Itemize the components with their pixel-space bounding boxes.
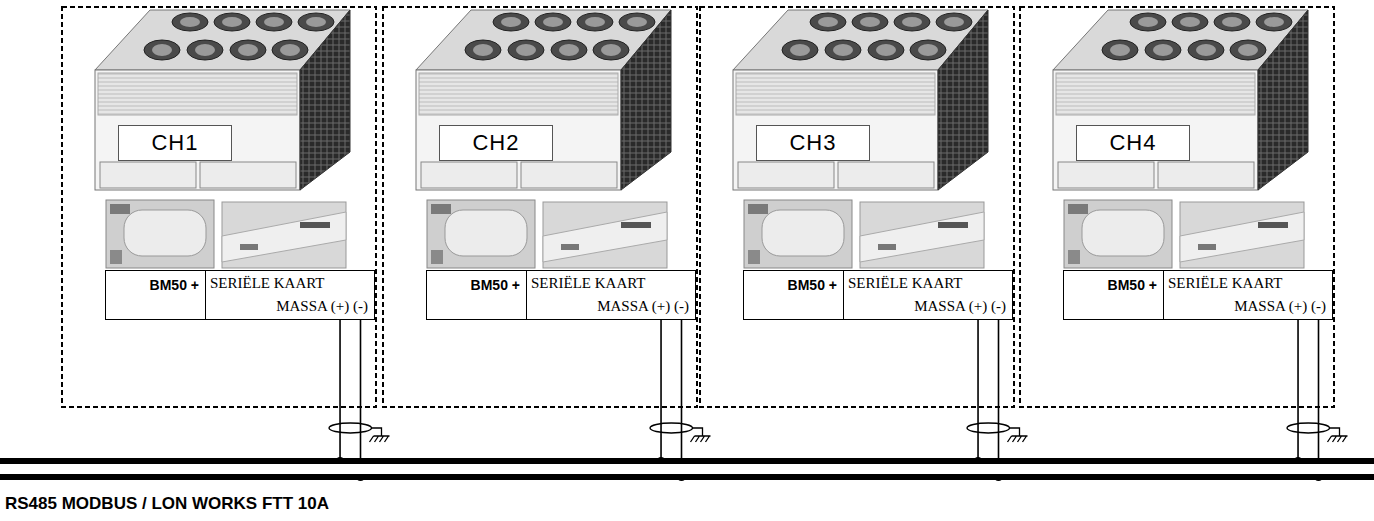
label-text: BM50 +	[748, 277, 837, 293]
cable-shield	[650, 423, 692, 433]
label-text: SERIËLE KAART	[1168, 275, 1326, 292]
label-text: BM50 +	[1068, 277, 1157, 293]
label-text: MASSA (+) (-)	[210, 298, 368, 315]
cable-shield	[967, 423, 1009, 433]
ground-symbol	[1008, 428, 1028, 442]
label-text: MASSA (+) (-)	[1168, 298, 1326, 315]
label-text: BM50 +	[431, 277, 520, 293]
label-text: CH4	[1109, 130, 1156, 156]
module-cell: BM50 +	[1064, 271, 1164, 319]
label-text: SERIËLE KAART	[531, 275, 689, 292]
module-cell: BM50 +	[744, 271, 844, 319]
fieldbus: RS485 MODBUS / LON WORKS FTT 10A	[0, 458, 1374, 480]
bus-wire	[978, 320, 998, 477]
bus-wire	[340, 320, 360, 477]
label-text: RS485 MODBUS / LON WORKS FTT 10A	[5, 494, 329, 514]
card-cell: SERIËLE KAART MASSA (+) (-)	[1164, 271, 1332, 319]
label-text: SERIËLE KAART	[848, 275, 1006, 292]
label-text: MASSA (+) (-)	[848, 298, 1006, 315]
module-cell: BM50 +	[427, 271, 527, 319]
unit-nameplate: CH2	[439, 125, 553, 161]
label-text: MASSA (+) (-)	[531, 298, 689, 315]
interface-table: BM50 + SERIËLE KAART MASSA (+) (-)	[743, 270, 1013, 320]
unit-nameplate: CH1	[118, 125, 232, 161]
label-text: CH1	[151, 130, 198, 156]
bus-wire	[661, 320, 681, 477]
chiller-unit	[62, 7, 376, 407]
interface-table: BM50 + SERIËLE KAART MASSA (+) (-)	[105, 270, 375, 320]
chiller-unit	[1020, 7, 1334, 407]
ground-symbol	[691, 428, 711, 442]
interface-table: BM50 + SERIËLE KAART MASSA (+) (-)	[1063, 270, 1333, 320]
module-cell: BM50 +	[106, 271, 206, 319]
unit-nameplate: CH3	[756, 125, 870, 161]
cable-shield	[329, 423, 371, 433]
unit-nameplate: CH4	[1076, 125, 1190, 161]
interface-table: BM50 + SERIËLE KAART MASSA (+) (-)	[426, 270, 696, 320]
label-text: CH3	[789, 130, 836, 156]
chiller-unit	[700, 7, 1014, 407]
cable-shield	[1287, 423, 1329, 433]
chiller-unit	[383, 7, 697, 407]
card-cell: SERIËLE KAART MASSA (+) (-)	[844, 271, 1012, 319]
bus-wire	[1298, 320, 1318, 477]
label-text: SERIËLE KAART	[210, 275, 368, 292]
ground-symbol	[370, 428, 390, 442]
label-text: BM50 +	[110, 277, 199, 293]
label-text: CH2	[472, 130, 519, 156]
card-cell: SERIËLE KAART MASSA (+) (-)	[527, 271, 695, 319]
ground-symbol	[1328, 428, 1348, 442]
card-cell: SERIËLE KAART MASSA (+) (-)	[206, 271, 374, 319]
